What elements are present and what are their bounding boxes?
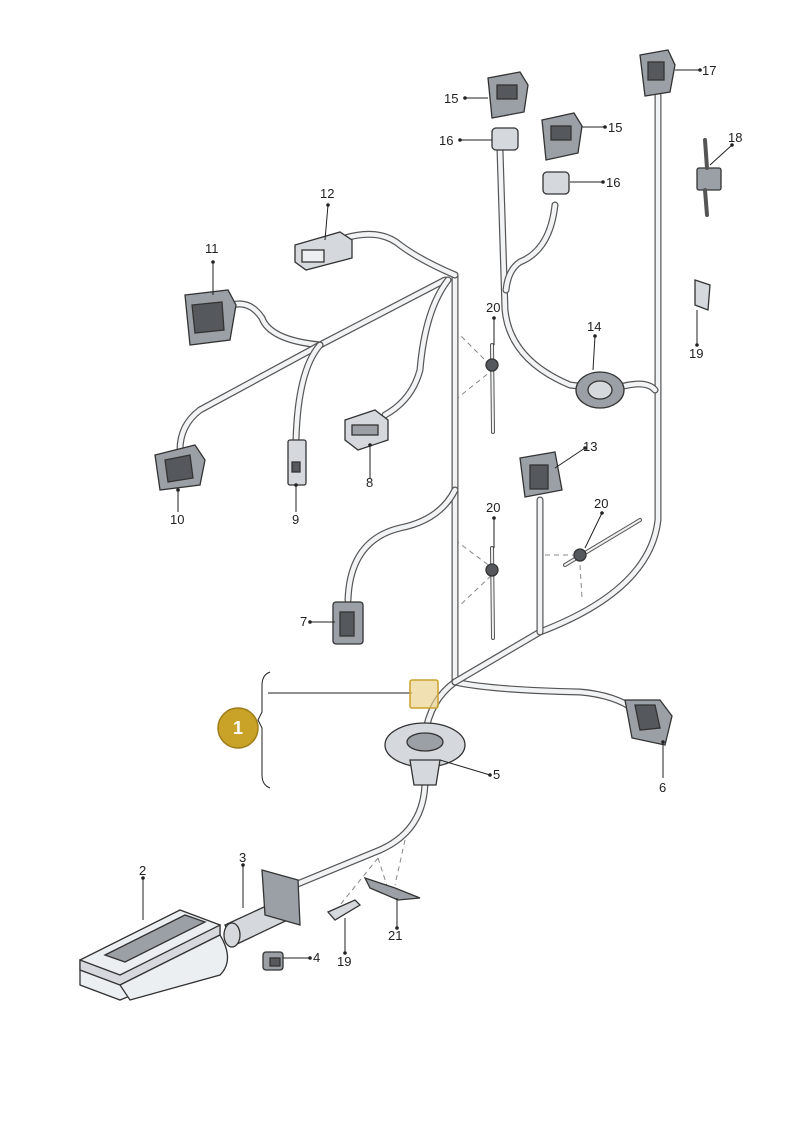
part-15-connector-right	[541, 112, 583, 161]
part-5-grommet	[384, 722, 466, 786]
part-10-connector	[154, 444, 206, 491]
label-13: 13	[583, 439, 597, 454]
label-19-bottom: 19	[337, 954, 351, 969]
label-4: 4	[313, 950, 320, 965]
part-16-seal-left	[491, 127, 519, 151]
callout-1-badge	[217, 707, 259, 749]
part-20-cable-tie-upper	[485, 343, 499, 434]
part-12-connector	[294, 231, 353, 271]
label-15-right: 15	[608, 120, 622, 135]
part-8-connector	[344, 409, 389, 451]
label-18: 18	[728, 130, 742, 145]
part-14-holder	[575, 371, 625, 409]
part-number-labels: 2 3 4 5 6 7 8 9 10 11 12 13 14 15 15 16 …	[139, 63, 742, 969]
part-18-clip	[696, 138, 722, 217]
label-11: 11	[205, 241, 219, 256]
label-16-right: 16	[606, 175, 620, 190]
label-20-upper: 20	[486, 300, 500, 315]
label-15-left: 15	[444, 91, 458, 106]
label-14: 14	[587, 319, 601, 334]
label-20-right: 20	[594, 496, 608, 511]
label-3: 3	[239, 850, 246, 865]
label-16-left: 16	[439, 133, 453, 148]
label-10: 10	[170, 512, 184, 527]
label-21: 21	[388, 928, 402, 943]
callout-highlight-box	[409, 679, 439, 709]
label-6: 6	[659, 780, 666, 795]
label-20-lower: 20	[486, 500, 500, 515]
label-8: 8	[366, 475, 373, 490]
label-9: 9	[292, 512, 299, 527]
harness-cables	[176, 91, 662, 889]
part-9-connector	[287, 439, 307, 486]
callout-1-group: 1	[217, 671, 439, 789]
label-5: 5	[493, 767, 500, 782]
label-2: 2	[139, 863, 146, 878]
part-19-clip-bottom	[326, 899, 362, 921]
part-6-connector	[624, 699, 673, 746]
part-15-connector-left	[487, 71, 529, 119]
part-17-connector	[639, 49, 676, 97]
part-7-connector	[332, 601, 364, 645]
label-19-right: 19	[689, 346, 703, 361]
label-17: 17	[702, 63, 716, 78]
part-3-protective-sleeve	[223, 869, 301, 948]
part-13-bracket	[519, 451, 563, 498]
part-21-clip	[363, 876, 421, 901]
callout-1-number: 1	[233, 718, 243, 738]
part-16-seal-right	[542, 171, 570, 195]
part-19-clip-right	[694, 279, 711, 311]
label-7: 7	[300, 614, 307, 629]
label-12: 12	[320, 186, 334, 201]
part-4-clip	[262, 951, 284, 971]
part-20-cable-tie-lower	[485, 546, 499, 640]
part-11-connector	[184, 289, 237, 346]
part-2-trim-tray	[79, 909, 229, 1001]
part-20-cable-tie-right	[563, 518, 642, 567]
leader-lines	[141, 68, 734, 960]
